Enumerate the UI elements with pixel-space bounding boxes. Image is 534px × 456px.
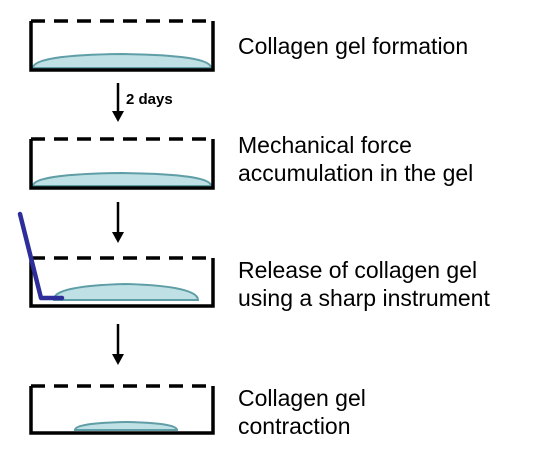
step-1-label: Collagen gel formation <box>238 32 468 60</box>
dish-2-gel <box>31 171 213 187</box>
step-3-label-line-2: using a sharp instrument <box>238 285 490 311</box>
dish-4-walls <box>29 386 215 435</box>
dish-3-gel <box>53 282 200 301</box>
arrow-1 <box>112 83 124 122</box>
step-4-label-line-1: Collagen gel <box>238 385 366 411</box>
dish-4-gel <box>73 420 179 431</box>
dish-1 <box>29 19 215 72</box>
step-1-label-line-1: Collagen gel formation <box>238 33 469 59</box>
arrow-note: 2 days <box>126 91 173 108</box>
step-4-label-line-2: contraction <box>238 413 351 439</box>
dish-4 <box>29 384 215 435</box>
dish-3 <box>17 211 215 308</box>
step-3-label: Release of collagen gel using a sharp in… <box>238 256 490 312</box>
dish-2 <box>29 137 215 190</box>
step-2-label-line-2: accumulation in the gel <box>238 160 474 186</box>
step-3-label-line-1: Release of collagen gel <box>238 257 478 283</box>
sharp-instrument-icon <box>17 211 65 301</box>
dish-3-walls <box>29 258 215 308</box>
arrow-3 <box>112 324 124 365</box>
arrow-2 <box>112 202 124 243</box>
step-2-label: Mechanical force accumulation in the gel <box>238 131 473 187</box>
dish-1-gel <box>31 52 213 69</box>
step-4-label: Collagen gel contraction <box>238 384 366 440</box>
dish-1-walls <box>29 21 215 72</box>
step-2-label-line-1: Mechanical force <box>238 132 412 158</box>
dish-2-walls <box>29 139 215 190</box>
